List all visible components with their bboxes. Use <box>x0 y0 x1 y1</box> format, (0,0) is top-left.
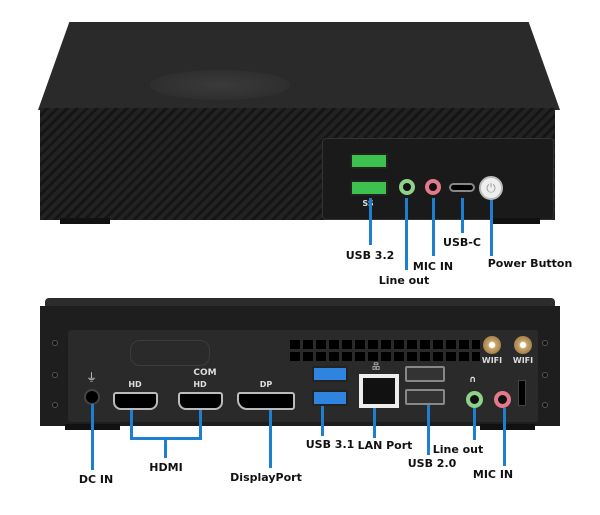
label-dc-in: DC IN <box>78 473 114 486</box>
leader-dc-in <box>91 404 94 470</box>
lan-icon: 品 <box>372 362 380 371</box>
label-mic-in-back: MIC IN <box>472 468 514 481</box>
screw <box>542 340 548 346</box>
com-port-cover <box>130 340 210 366</box>
leader-mic-in <box>432 198 435 256</box>
line-out-jack <box>466 391 483 408</box>
usb20-port-top <box>405 366 445 382</box>
usb31-port-bottom <box>312 390 348 406</box>
hd-mark-1: HD <box>128 380 142 389</box>
line-out-jack <box>399 179 415 195</box>
screw <box>542 372 548 378</box>
wifi-mark-2: WIFI <box>512 356 534 365</box>
leader-lan <box>373 408 376 438</box>
wifi-antenna-connector-2 <box>514 336 532 354</box>
com-mark: COM <box>193 368 217 378</box>
leader-hdmi-2 <box>199 410 202 440</box>
leader-hdmi-stem <box>164 437 167 458</box>
label-usb31: USB 3.1 <box>305 438 355 451</box>
power-button[interactable]: ⏻ <box>479 176 503 200</box>
leader-displayport <box>269 410 272 468</box>
headphone-icon: ∩ <box>469 375 477 385</box>
mic-in-jack <box>494 391 511 408</box>
label-hdmi: HDMI <box>149 461 183 474</box>
leader-usb20 <box>427 405 430 455</box>
front-panel <box>322 138 554 220</box>
displayport-port <box>237 392 295 410</box>
usb31-port-top <box>312 366 348 382</box>
dc-in-icon: ⏚ <box>86 371 97 384</box>
back-foot-right <box>480 424 535 430</box>
label-power-button: Power Button <box>487 257 573 270</box>
label-usb20: USB 2.0 <box>407 457 457 470</box>
label-displayport: DisplayPort <box>230 471 302 484</box>
usb-ss-icon: SS <box>362 199 374 208</box>
leader-line-out-back <box>473 408 476 440</box>
usb32-port-top <box>350 153 388 169</box>
front-vent-pattern <box>150 70 290 100</box>
front-foot-right <box>490 218 540 224</box>
leader-usb31 <box>321 406 324 436</box>
hdmi-port-2 <box>178 392 223 410</box>
leader-line-out <box>405 198 408 270</box>
label-mic-in: MIC IN <box>412 260 454 273</box>
screw <box>52 340 58 346</box>
label-line-out: Line out <box>378 274 430 287</box>
dp-mark: DP <box>259 380 273 389</box>
front-foot-left <box>60 218 110 224</box>
screw <box>542 402 548 408</box>
usb32-port-bottom <box>350 180 388 196</box>
mic-in-jack <box>425 179 441 195</box>
vent-grille <box>290 337 480 361</box>
label-line-out-back: Line out <box>432 443 484 456</box>
usb20-port-bottom <box>405 389 445 405</box>
label-lan-port: LAN Port <box>357 439 413 452</box>
label-usb-c: USB-C <box>443 236 481 249</box>
front-top-face <box>38 22 560 110</box>
back-top-edge <box>45 298 555 308</box>
leader-hdmi-1 <box>130 410 133 440</box>
dc-in-jack <box>84 389 100 405</box>
screw <box>52 372 58 378</box>
wifi-antenna-connector-1 <box>483 336 501 354</box>
kensington-slot <box>518 380 526 406</box>
screw <box>52 402 58 408</box>
hdmi-port-1 <box>113 392 158 410</box>
usb-c-port <box>449 183 475 192</box>
leader-usb-c <box>461 198 464 233</box>
hd-mark-2: HD <box>193 380 207 389</box>
wifi-mark-1: WIFI <box>481 356 503 365</box>
label-usb32: USB 3.2 <box>345 249 395 262</box>
lan-port <box>359 374 399 408</box>
leader-mic-in-back <box>503 408 506 466</box>
leader-usb32 <box>369 198 372 245</box>
leader-power <box>490 200 493 256</box>
